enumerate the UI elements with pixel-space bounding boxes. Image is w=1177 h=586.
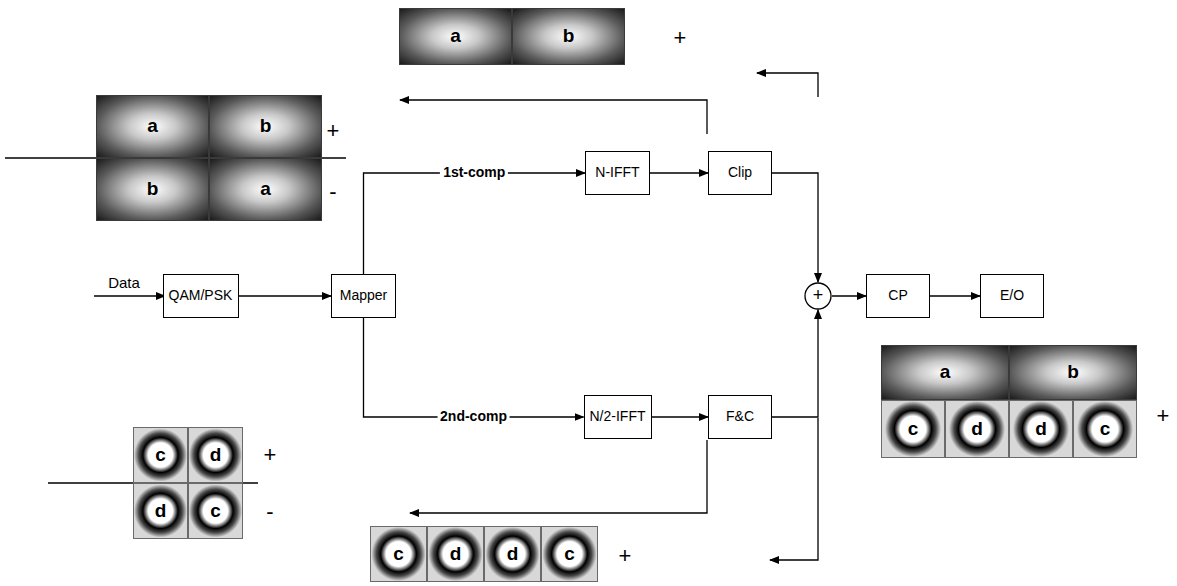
flow-arrow xyxy=(772,173,818,282)
gradient-tile: b xyxy=(209,95,322,158)
gradient-tile: a xyxy=(399,8,512,65)
ring-tile: c xyxy=(881,400,945,458)
flow-arrow xyxy=(772,310,818,417)
gradient-tile: a xyxy=(209,158,322,221)
gradient-tile: b xyxy=(1009,345,1137,400)
node-text: c xyxy=(908,419,919,440)
node-text: CP xyxy=(888,288,907,303)
node-text: d xyxy=(210,445,222,466)
node-text: + xyxy=(813,286,824,306)
edge-label: 2nd-comp xyxy=(437,409,510,424)
ring-tile: d xyxy=(188,427,243,483)
sign-label: - xyxy=(329,180,336,204)
node-text: b xyxy=(260,116,272,137)
node-text: c xyxy=(393,544,404,565)
ring-tile: d xyxy=(945,400,1009,458)
sign-label: + xyxy=(619,544,632,568)
node-text: a xyxy=(940,362,951,383)
pointer-arrow xyxy=(757,73,818,97)
ring-tile: c xyxy=(133,427,188,483)
process-box: CP xyxy=(866,274,930,318)
sum-circle: + xyxy=(804,282,832,310)
ring-tile: d xyxy=(484,526,541,582)
node-text: d xyxy=(1035,419,1047,440)
flow-arrow xyxy=(930,295,980,296)
circle-shape xyxy=(805,283,831,309)
process-box: N/2-IFFT xyxy=(584,395,652,439)
node-text: a xyxy=(147,116,158,137)
sign-label: + xyxy=(1157,404,1170,428)
node-text: b xyxy=(563,26,575,47)
pointer-arrow xyxy=(770,418,818,560)
ring-tile: d xyxy=(427,526,484,582)
process-box: QAM/PSK xyxy=(163,274,239,318)
node-text: QAM/PSK xyxy=(169,288,233,303)
node-text: d xyxy=(971,419,983,440)
node-text: E/O xyxy=(1000,288,1024,303)
sign-label: - xyxy=(266,500,273,524)
node-text: N/2-IFFT xyxy=(590,409,646,424)
sign-label: + xyxy=(264,443,277,467)
node-text: N-IFFT xyxy=(595,165,639,180)
node-text: a xyxy=(450,26,461,47)
flow-arrow xyxy=(364,173,586,274)
ring-tile: c xyxy=(370,526,427,582)
node-text: Mapper xyxy=(340,288,387,303)
process-box: Mapper xyxy=(331,274,396,318)
node-text: d xyxy=(450,544,462,565)
process-box: Clip xyxy=(708,151,772,195)
gradient-tile: b xyxy=(96,158,209,221)
input-arrow xyxy=(94,295,165,296)
ring-tile: c xyxy=(541,526,598,582)
flow-arrow xyxy=(832,295,866,296)
node-text: c xyxy=(210,501,221,522)
flow-arrow xyxy=(239,295,332,296)
node-text: b xyxy=(1067,362,1079,383)
process-box: E/O xyxy=(980,274,1044,318)
ring-tile: c xyxy=(1073,400,1137,458)
node-text: c xyxy=(1100,419,1111,440)
sign-label: + xyxy=(327,119,340,143)
flow-arrow xyxy=(652,416,709,417)
input-label: Data xyxy=(108,275,140,292)
node-text: a xyxy=(260,179,271,200)
gradient-tile: a xyxy=(881,345,1009,400)
node-text: d xyxy=(155,501,167,522)
pointer-arrow xyxy=(400,100,707,134)
process-box: F&C xyxy=(708,395,772,439)
ring-tile: d xyxy=(133,483,188,539)
flow-arrow xyxy=(364,318,584,417)
gradient-tile: b xyxy=(512,8,625,65)
sign-label: + xyxy=(674,26,687,50)
gradient-tile: a xyxy=(96,95,209,158)
node-text: d xyxy=(507,544,519,565)
flow-arrow xyxy=(650,172,708,173)
node-text: c xyxy=(564,544,575,565)
ring-tile: d xyxy=(1009,400,1073,458)
pointer-arrow xyxy=(410,440,707,513)
node-text: F&C xyxy=(726,409,754,424)
ring-tile: c xyxy=(188,483,243,539)
process-box: N-IFFT xyxy=(585,151,650,195)
node-text: Clip xyxy=(728,165,752,180)
node-text: c xyxy=(155,445,166,466)
node-text: b xyxy=(147,179,159,200)
edge-label: 1st-comp xyxy=(440,165,508,180)
